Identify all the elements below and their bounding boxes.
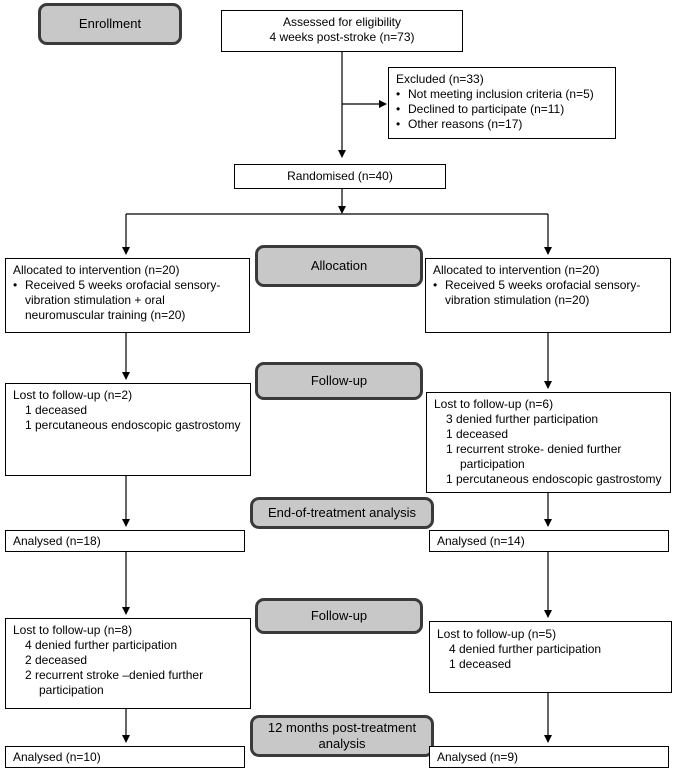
- left-analysed-2-box: Analysed (n=10): [5, 746, 245, 768]
- excluded-item: • Other reasons (n=17): [396, 117, 608, 132]
- bullet-icon: •: [396, 87, 401, 101]
- left-allocation-box: Allocated to intervention (n=20) • Recei…: [5, 258, 250, 333]
- excluded-box: Excluded (n=33) • Not meeting inclusion …: [388, 67, 616, 139]
- right-followup-2-item: 4 denied further participation: [449, 642, 602, 656]
- bullet-icon: •: [396, 102, 401, 116]
- bullet-icon: •: [13, 278, 18, 292]
- right-followup-2-box: Lost to follow-up (n=5) 4 denied further…: [429, 621, 672, 693]
- phase-followup-2: Follow-up: [255, 598, 423, 634]
- phase-end-of-treatment: End-of-treatment analysis: [250, 497, 434, 529]
- excluded-item-text: Other reasons (n=17): [408, 117, 523, 131]
- randomised-box: Randomised (n=40): [234, 164, 446, 189]
- right-followup-1-title: Lost to follow-up (n=6): [434, 397, 554, 411]
- excluded-item: • Declined to participate (n=11): [396, 102, 608, 117]
- right-analysed-2-label: Analysed (n=9): [437, 750, 519, 764]
- right-followup-1-box: Lost to follow-up (n=6) 3 denied further…: [426, 392, 671, 493]
- phase-followup-1: Follow-up: [255, 362, 423, 400]
- phase-12-months: 12 months post-treatment analysis: [250, 715, 434, 757]
- left-followup-1-item: 1 percutaneous endoscopic gastrostomy: [25, 418, 241, 432]
- right-analysed-2-box: Analysed (n=9): [429, 746, 669, 768]
- left-followup-2-item-cont: participation: [39, 683, 104, 697]
- left-followup-1-title: Lost to follow-up (n=2): [13, 388, 133, 402]
- right-followup-1-item: 3 denied further participation: [446, 412, 599, 426]
- phase-enrollment-label: Enrollment: [78, 16, 142, 31]
- left-followup-2-item: 2 deceased: [25, 653, 88, 667]
- phase-enrollment: Enrollment: [38, 3, 182, 45]
- bullet-icon: •: [433, 278, 438, 292]
- excluded-item-text: Not meeting inclusion criteria (n=5): [408, 87, 594, 101]
- right-followup-1-item: 1 percutaneous endoscopic gastrostomy: [446, 472, 662, 486]
- excluded-item: • Not meeting inclusion criteria (n=5): [396, 87, 608, 102]
- phase-allocation-label: Allocation: [310, 258, 368, 273]
- left-followup-1-box: Lost to follow-up (n=2) 1 deceased 1 per…: [5, 383, 251, 476]
- excluded-item-text: Declined to participate (n=11): [408, 102, 565, 116]
- excluded-title: Excluded (n=33): [396, 72, 484, 86]
- left-followup-1-item: 1 deceased: [25, 403, 88, 417]
- left-analysed-1-label: Analysed (n=18): [13, 534, 101, 548]
- right-followup-1-item: 1 deceased: [446, 427, 509, 441]
- right-followup-2-title: Lost to follow-up (n=5): [437, 627, 557, 641]
- phase-12-months-line2: analysis: [318, 736, 366, 751]
- left-followup-2-box: Lost to follow-up (n=8) 4 denied further…: [5, 618, 251, 709]
- left-allocation-bullet-text: Received 5 weeks orofacial sensory- vibr…: [25, 278, 221, 322]
- phase-allocation: Allocation: [255, 245, 423, 287]
- phase-followup-1-label: Follow-up: [310, 373, 368, 388]
- right-followup-2-item: 1 deceased: [449, 657, 512, 671]
- right-followup-1-item-cont: participation: [460, 457, 525, 471]
- left-analysed-1-box: Analysed (n=18): [5, 530, 245, 552]
- right-followup-1-item: 1 recurrent stroke- denied further: [446, 442, 622, 456]
- bullet-icon: •: [396, 117, 401, 131]
- assessed-box: Assessed for eligibility 4 weeks post-st…: [221, 10, 463, 52]
- right-allocation-title: Allocated to intervention (n=20): [433, 263, 600, 277]
- phase-end-of-treatment-label: End-of-treatment analysis: [267, 505, 417, 520]
- assessed-line1: Assessed for eligibility: [282, 15, 402, 29]
- left-followup-2-item: 2 recurrent stroke –denied further: [25, 668, 204, 682]
- right-allocation-box: Allocated to intervention (n=20) • Recei…: [425, 258, 671, 333]
- left-followup-2-title: Lost to follow-up (n=8): [13, 623, 133, 637]
- right-allocation-bullet: • Received 5 weeks orofacial sensory- vi…: [433, 278, 663, 308]
- left-allocation-bullet: • Received 5 weeks orofacial sensory- vi…: [13, 278, 242, 323]
- left-allocation-title: Allocated to intervention (n=20): [13, 263, 180, 277]
- assessed-line2: 4 weeks post-stroke (n=73): [269, 30, 415, 44]
- randomised-label: Randomised (n=40): [287, 169, 393, 183]
- left-followup-2-item: 4 denied further participation: [25, 638, 178, 652]
- right-allocation-bullet-text: Received 5 weeks orofacial sensory- vibr…: [445, 278, 641, 307]
- right-analysed-1-box: Analysed (n=14): [429, 530, 669, 552]
- right-analysed-1-label: Analysed (n=14): [437, 534, 525, 548]
- left-analysed-2-label: Analysed (n=10): [13, 750, 101, 764]
- phase-12-months-line1: 12 months post-treatment: [267, 720, 417, 735]
- phase-followup-2-label: Follow-up: [310, 608, 368, 623]
